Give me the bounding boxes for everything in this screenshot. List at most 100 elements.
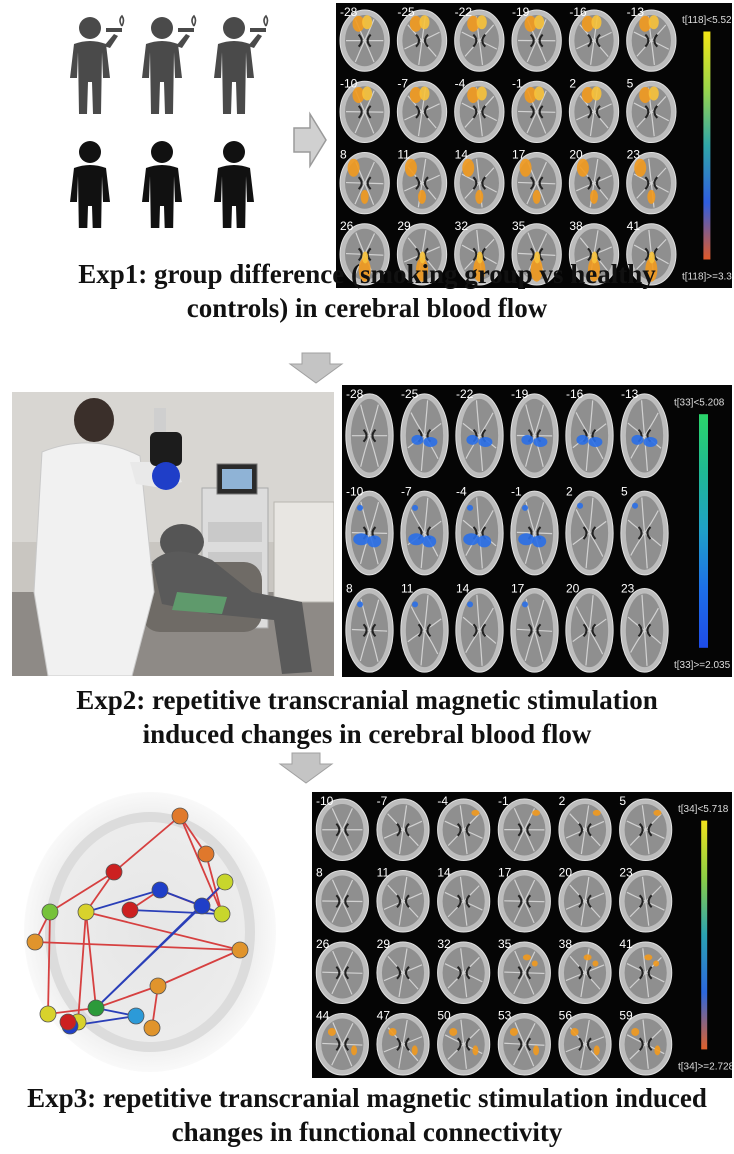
slice-number: -28 — [346, 387, 364, 401]
brain-slice — [510, 393, 559, 479]
slice-number: 8 — [340, 148, 347, 162]
negative-connection-edge — [85, 889, 161, 913]
brain-slice — [626, 9, 677, 72]
brain-slice — [437, 798, 491, 861]
slice-number: -1 — [512, 76, 523, 90]
slice-number: -4 — [456, 484, 467, 498]
brain-slice — [568, 9, 620, 72]
brain-slice — [396, 223, 448, 286]
slice-number: -4 — [437, 794, 448, 808]
slice-number: 2 — [559, 794, 566, 808]
positive-connection-edge — [85, 911, 97, 1009]
colorbar-min-label: t[34]>=2.728 — [678, 1061, 732, 1072]
brain-slice — [339, 80, 390, 144]
brain-slice — [558, 870, 612, 933]
slice-number: 26 — [316, 937, 330, 951]
brain-slice — [619, 870, 673, 933]
network-node — [216, 873, 234, 891]
slice-number: 14 — [437, 866, 451, 880]
brain-slice — [396, 9, 448, 72]
slice-number: 8 — [346, 582, 353, 596]
brain-slice — [454, 223, 505, 286]
slice-number: -25 — [401, 387, 419, 401]
brain-slice — [437, 1013, 491, 1076]
brain-slice — [565, 393, 614, 479]
brain-slice — [568, 223, 620, 286]
brain-slice — [620, 587, 669, 673]
brain-slice — [345, 490, 394, 576]
brain-slice — [626, 223, 677, 286]
control-person-icon — [142, 141, 182, 228]
brain-slice — [376, 798, 430, 861]
brain-slice — [315, 798, 369, 861]
slice-number: -13 — [627, 5, 645, 19]
smoker-person-icon — [142, 14, 197, 114]
brain-slice — [497, 870, 551, 933]
positive-connection-edge — [34, 941, 241, 951]
brain-slice — [558, 1013, 612, 1076]
slice-number: -22 — [456, 387, 474, 401]
slice-number: 50 — [437, 1009, 451, 1023]
brain-slice — [620, 490, 669, 576]
brain-slice — [626, 80, 677, 144]
network-node — [193, 897, 211, 915]
slice-number: 11 — [377, 866, 390, 880]
down-arrow-icon — [288, 352, 344, 384]
brain-slice — [315, 1013, 369, 1076]
slice-number: -4 — [455, 76, 466, 90]
brain-slice — [511, 9, 562, 72]
slice-number: 47 — [377, 1009, 391, 1023]
brain-slice — [558, 941, 612, 1004]
brain-slice — [497, 941, 551, 1004]
brain-slice — [565, 490, 614, 576]
slice-number: 17 — [512, 148, 526, 162]
brain-slice — [511, 80, 562, 144]
brain-slice — [619, 798, 673, 861]
brain-slice — [497, 798, 551, 861]
brain-slice — [339, 151, 390, 215]
positive-connection-edge — [85, 911, 241, 951]
network-node — [171, 807, 189, 825]
slice-number: -7 — [397, 76, 408, 90]
brain-slice — [497, 1013, 551, 1076]
slice-number: 11 — [397, 148, 410, 162]
brain-slice — [619, 941, 673, 1004]
brain-slice — [376, 1013, 430, 1076]
smoker-person-icon — [70, 14, 125, 114]
negative-connection-edge — [129, 909, 223, 915]
brain-slice — [437, 941, 491, 1004]
slice-number: 8 — [316, 866, 323, 880]
network-node — [213, 905, 231, 923]
slice-number: 20 — [569, 148, 583, 162]
brain-slice — [511, 223, 562, 286]
brain-slice — [376, 941, 430, 1004]
brain-slice — [511, 151, 562, 215]
brain-slice — [619, 1013, 673, 1076]
exp3-caption-line2: changes in functional connectivity — [171, 1117, 563, 1147]
positive-connection-edge — [205, 853, 223, 915]
slice-number: -10 — [316, 794, 334, 808]
slice-number: 5 — [627, 76, 634, 90]
slice-number: 35 — [512, 219, 526, 233]
brain-slice — [454, 151, 505, 215]
participants-illustration — [70, 14, 269, 228]
slice-number: 35 — [498, 937, 512, 951]
slice-number: 14 — [455, 148, 469, 162]
brain-slice — [510, 490, 559, 576]
slice-number: 5 — [619, 794, 626, 808]
network-node — [105, 863, 123, 881]
network-node — [26, 933, 44, 951]
brain-slice — [315, 941, 369, 1004]
network-node — [149, 977, 167, 995]
slice-number: -19 — [511, 387, 529, 401]
slice-number: 26 — [340, 219, 354, 233]
network-node — [77, 903, 95, 921]
slice-number: 53 — [498, 1009, 512, 1023]
slice-number: -25 — [397, 5, 415, 19]
network-node — [41, 903, 59, 921]
slice-number: -28 — [340, 5, 358, 19]
network-node — [143, 1019, 161, 1037]
